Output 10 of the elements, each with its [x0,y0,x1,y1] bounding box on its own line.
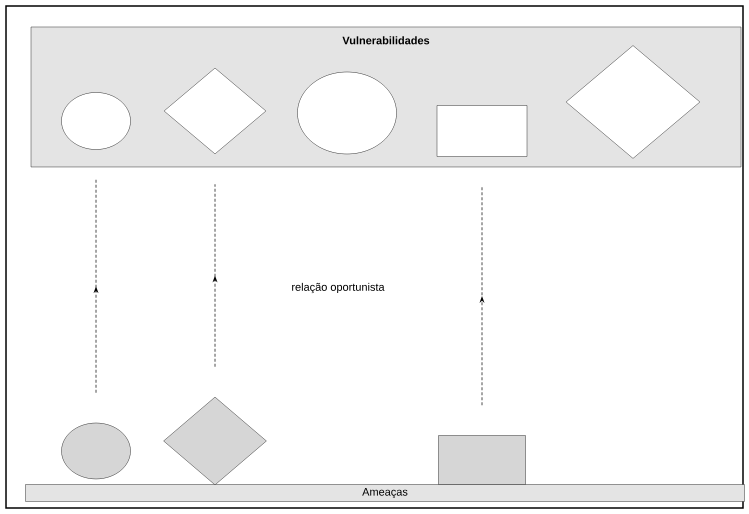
relation-label: relação oportunista [292,282,385,294]
circle [297,72,397,154]
diamond [164,68,266,154]
circle [61,92,131,150]
rectangle [436,105,528,157]
circle [61,422,131,480]
rectangle [438,435,526,485]
diamond [163,396,267,486]
band: Ameaças [25,484,745,502]
diamond [566,45,700,159]
